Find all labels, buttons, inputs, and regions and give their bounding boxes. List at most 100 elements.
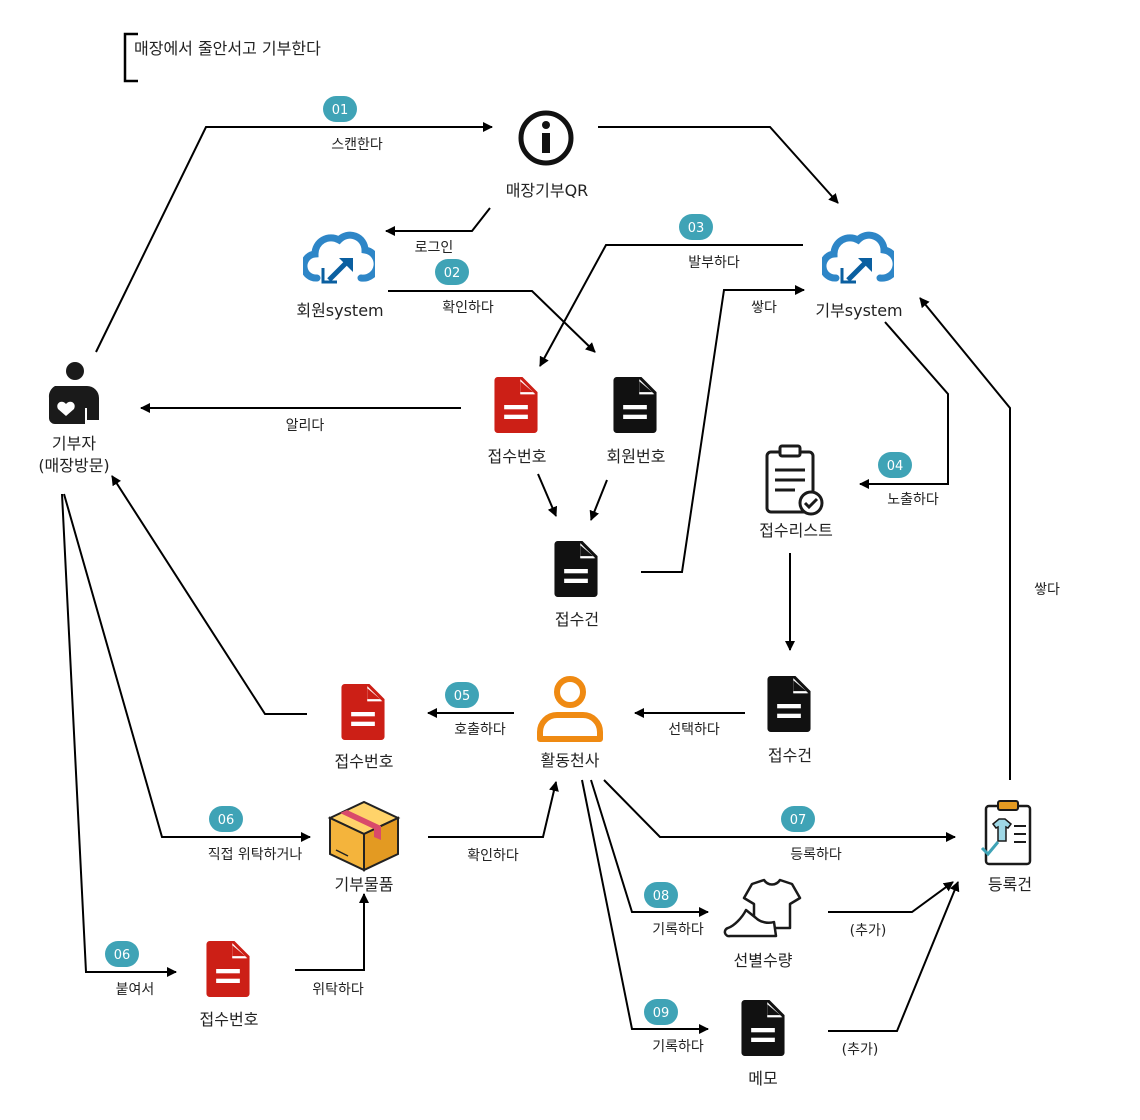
node-label-registered: 등록건 [988, 875, 1032, 894]
badge-05: 05 [445, 682, 479, 708]
badge-07: 07 [781, 806, 815, 832]
node-label-member-no: 회원번호 [607, 447, 666, 466]
document-icon [494, 377, 538, 433]
node-qr: 매장기부QR [506, 110, 589, 200]
svg-text:04: 04 [887, 459, 904, 474]
edge-label-login: 로그인 [415, 240, 454, 256]
document-icon [741, 1000, 785, 1056]
clipboard-check-icon [765, 444, 824, 516]
package-icon [327, 800, 401, 872]
donor-icon [48, 362, 99, 424]
edge-stack-top [641, 285, 805, 573]
node-label-angel: 활동천사 [541, 751, 600, 770]
edge-receipt-to-case [537, 473, 558, 517]
edge-label-add-memo: (추가) [842, 1042, 879, 1058]
edge-label-stack-top: 쌓다 [751, 300, 777, 316]
node-member-no: 회원번호 [607, 377, 666, 466]
edges [61, 122, 1011, 1034]
edge-label-expose: 노출하다 [887, 492, 939, 508]
node-memo: 메모 [741, 1000, 785, 1088]
node-receipt-no-bottom: 접수번호 [200, 941, 259, 1029]
badge-06-attach: 06 [105, 941, 139, 967]
edge-label-entrust-direct: 직접 위탁하거나 [208, 847, 303, 863]
edge-label-record-qty: 기록하다 [652, 922, 704, 938]
edge-add-qty [828, 881, 954, 913]
cloud-icon [304, 235, 377, 282]
edge-label-attach: 붙여서 [116, 982, 155, 998]
node-label-donor-line1: 기부자 [52, 434, 96, 453]
node-label-goods: 기부물품 [335, 875, 394, 894]
edge-labels: 스캔한다 로그인 확인하다 발부하다 쌓다 알리다 노출하다 선택하다 호출하다… [116, 137, 1060, 1058]
badge-04: 04 [878, 452, 912, 478]
edge-expose [859, 321, 949, 489]
badge-01: 01 [323, 96, 357, 122]
clothes-icon [723, 878, 802, 938]
node-label-donation-system: 기부system [815, 301, 902, 320]
node-label-memo: 메모 [748, 1069, 777, 1088]
edge-add-memo [828, 881, 960, 1032]
svg-text:01: 01 [332, 103, 349, 118]
node-member-system: 회원system [296, 235, 384, 320]
edge-label-register: 등록하다 [790, 847, 842, 863]
node-label-sorting-qty: 선별수량 [734, 951, 793, 970]
edge-confirm-member [388, 290, 596, 353]
document-icon [206, 941, 250, 997]
edge-issue [539, 244, 803, 367]
node-registered: 등록건 [980, 800, 1032, 894]
node-receipt-no-mid: 접수번호 [335, 684, 393, 771]
svg-text:03: 03 [688, 221, 705, 236]
edge-label-record-memo: 기록하다 [652, 1039, 704, 1055]
document-icon [767, 676, 811, 732]
clipboard-clothes-icon [980, 800, 1032, 866]
node-receipt-case-mid: 접수건 [767, 676, 812, 765]
node-donation-system: 기부system [815, 235, 903, 320]
edge-entrust [295, 893, 369, 971]
badge-09: 09 [644, 999, 678, 1025]
badge-03: 03 [679, 214, 713, 240]
page-title: 매장에서 줄안서고 기부한다 [134, 39, 321, 58]
edge-label-scan: 스캔한다 [331, 137, 383, 153]
svg-text:09: 09 [653, 1006, 670, 1021]
node-goods: 기부물품 [327, 800, 401, 894]
node-label-donor-line2: (매장방문) [38, 456, 109, 475]
info-icon [518, 110, 574, 166]
node-sorting-qty: 선별수량 [723, 878, 802, 970]
edge-register [603, 779, 956, 842]
node-label-member-system: 회원system [296, 301, 383, 320]
title-bracket [123, 32, 138, 83]
node-label-receipt-list: 접수리스트 [759, 521, 833, 540]
svg-text:06: 06 [218, 813, 235, 828]
edge-stack-right [919, 297, 1011, 780]
edge-entrust-direct [63, 493, 311, 842]
edge-record-memo [581, 779, 709, 1034]
svg-text:07: 07 [790, 813, 807, 828]
svg-text:08: 08 [653, 889, 670, 904]
document-icon [554, 541, 598, 597]
edge-qr-donation-system [598, 126, 839, 204]
node-donor: 기부자 (매장방문) [38, 362, 110, 475]
edge-label-issue: 발부하다 [688, 255, 740, 271]
node-label-receipt-no-bottom: 접수번호 [200, 1010, 259, 1029]
badge-08: 08 [644, 882, 678, 908]
edge-label-add-qty: (추가) [850, 923, 887, 939]
node-receipt-case-top: 접수건 [554, 541, 599, 629]
edge-label-entrust: 위탁하다 [312, 982, 364, 998]
edge-label-stack-right: 쌓다 [1034, 582, 1060, 598]
person-icon [537, 676, 603, 742]
node-angel: 활동천사 [537, 676, 603, 770]
document-icon [613, 377, 657, 433]
node-label-qr: 매장기부QR [506, 181, 589, 200]
edge-receipt-to-donor [111, 475, 307, 715]
svg-text:06: 06 [114, 948, 131, 963]
badges: 01 02 03 04 05 06 07 06 08 09 [105, 96, 912, 1025]
svg-text:05: 05 [454, 689, 471, 704]
badge-02: 02 [435, 259, 469, 285]
edge-record-qty [590, 779, 709, 917]
svg-text:02: 02 [444, 266, 461, 281]
edge-confirm-goods [428, 781, 559, 838]
badge-06-direct: 06 [209, 806, 243, 832]
edge-login [385, 207, 491, 236]
edge-attach [61, 493, 177, 977]
node-label-receipt-no-top: 접수번호 [488, 447, 547, 466]
